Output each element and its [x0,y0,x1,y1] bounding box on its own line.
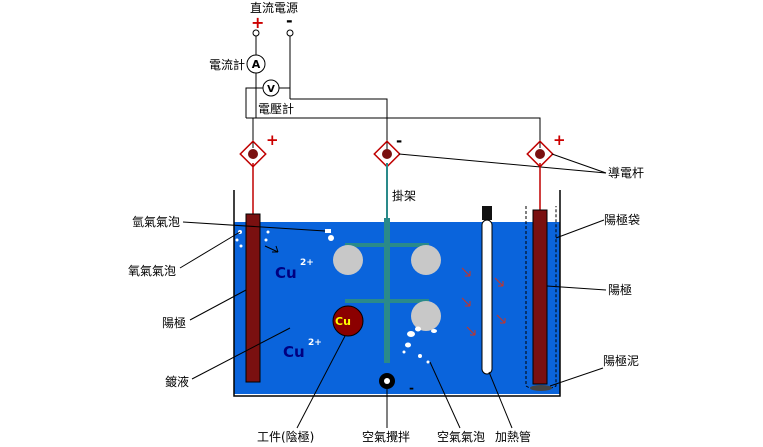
rack-arm-top [345,243,429,247]
ammeter-label: 電流計 [209,57,245,72]
workpiece-label: 工件(陰極) [257,429,314,444]
anode-sludge [530,385,552,391]
conductor-rod-right [526,140,554,168]
leader-line [546,285,607,291]
anode-plus-sign: + [266,131,279,149]
air-bubbles [402,326,437,364]
workpiece-cu-symbol: Cu [335,315,351,328]
heat-arrows [461,267,506,336]
power-minus-sign: - [286,11,293,30]
rack [384,218,390,363]
bubbles-left [235,229,334,248]
anode-sludge-label: 陽極泥 [603,353,639,368]
cu-ion-charge: 2+ [300,258,314,268]
conductor-rod-label: 導電杆 [608,166,644,180]
cu-ion-symbol: Cu [283,343,305,361]
leader-line [551,153,607,174]
leader-line [182,221,326,232]
air-bubble-label: 空氣氣泡 [437,430,485,444]
wire [290,98,388,151]
leader-line [189,289,247,321]
voltmeter-symbol: V [267,84,275,95]
voltmeter-icon [262,79,280,97]
rack-label: 掛架 [392,188,416,203]
leader-line [179,231,241,269]
workpiece-disk [411,245,441,275]
power-plus-sign: + [251,13,264,32]
anode-right [532,209,548,385]
leader-line [555,219,605,239]
negative-terminal [286,29,294,37]
workpiece-disk [333,245,363,275]
anode-right-label: 陽極 [608,282,632,297]
conductor-rod-center [373,140,401,168]
anode-right-plus-sign: + [553,131,566,149]
leader-line [191,327,291,380]
oxygen-bubble-label: 氧氣氣泡 [128,264,176,278]
agitation-marker: - [409,381,414,395]
wire [246,117,541,148]
rack-arm-bottom [345,299,429,303]
leader-line [488,371,513,429]
cu-ion-symbol: Cu [275,264,297,282]
heater-cap [482,206,492,220]
anode-left [245,213,261,383]
plating-solution-label: 鍍液 [165,374,189,389]
anode-label: 陽極 [162,315,186,330]
conductor-rod-left [239,140,267,168]
wire [245,87,256,118]
ammeter-icon [246,54,266,74]
hydrogen-bubble-label: 氫氣氣泡 [132,214,180,229]
leader-line [429,361,461,429]
ion-arrow [264,245,279,253]
power-supply-label: 直流電源 [250,1,298,15]
anode-bag-label: 陽極袋 [604,212,640,227]
ammeter-symbol: A [252,58,261,71]
workpiece-disk [411,301,441,331]
heater-tube [481,219,493,375]
plating-tank [233,190,561,397]
heater-label: 加熱管 [495,429,531,444]
plating-solution [234,222,560,394]
cu-ion-charge: 2+ [308,338,322,348]
positive-terminal [252,29,260,37]
cathode-minus-sign: - [396,132,402,150]
leader-line [296,335,346,429]
air-agitation-label: 空氣攪拌 [362,429,410,444]
leader-line [549,367,604,387]
leader-line [398,153,607,174]
voltmeter-label: 電壓計 [258,101,294,116]
workpiece-cathode [332,305,364,337]
